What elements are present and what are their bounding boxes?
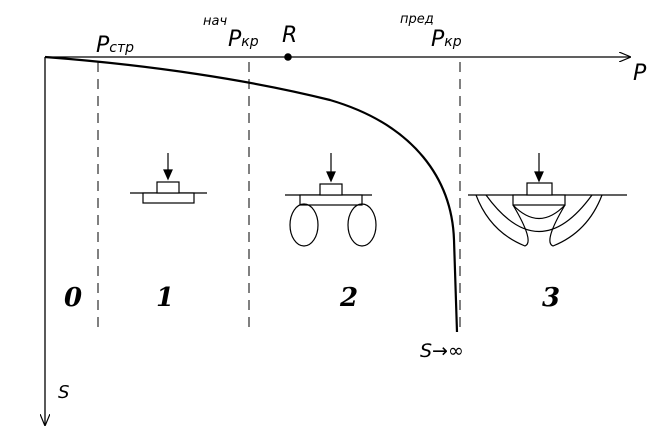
marker-p-kr-start-main: P	[228, 27, 242, 52]
marker-p-kr-limit-main: P	[431, 27, 445, 52]
marker-p-kr-start: Pкр	[228, 27, 259, 52]
zone-label-1: 1	[156, 283, 174, 313]
slip-surface-right	[549, 194, 603, 247]
zone-label-0: 0	[64, 283, 82, 313]
zone-label-3: 3	[542, 283, 560, 313]
plastic-zone-left	[289, 203, 319, 247]
plastic-zone-right	[347, 203, 377, 247]
settlement-curve	[44, 55, 459, 333]
marker-p-kr-limit-sub: кр	[444, 34, 461, 50]
zone-2-foundation	[285, 153, 377, 247]
zone-label-2: 2	[339, 283, 358, 313]
marker-p-kr-start-sub: кр	[241, 34, 258, 50]
y-axis-label: S	[58, 382, 69, 403]
marker-p-str-sub: стр	[109, 40, 134, 56]
zone-3-foundation	[468, 153, 627, 247]
slip-surface-outer	[485, 194, 593, 232]
marker-p-str: Pстр	[96, 33, 134, 58]
slip-surface-left	[475, 194, 529, 247]
marker-p-kr-start-sup: нач	[203, 14, 227, 29]
settlement-infinity-note: S→∞	[420, 340, 464, 362]
zone-1-foundation	[130, 153, 207, 204]
wedge-core	[512, 204, 566, 219]
marker-p-str-main: P	[96, 33, 110, 58]
marker-p-kr-limit-sup: пред	[400, 12, 434, 27]
x-axis-label: P	[633, 61, 647, 86]
r-point	[284, 53, 292, 61]
marker-p-kr-limit: Pкр	[431, 27, 462, 52]
marker-r: R	[282, 23, 297, 48]
